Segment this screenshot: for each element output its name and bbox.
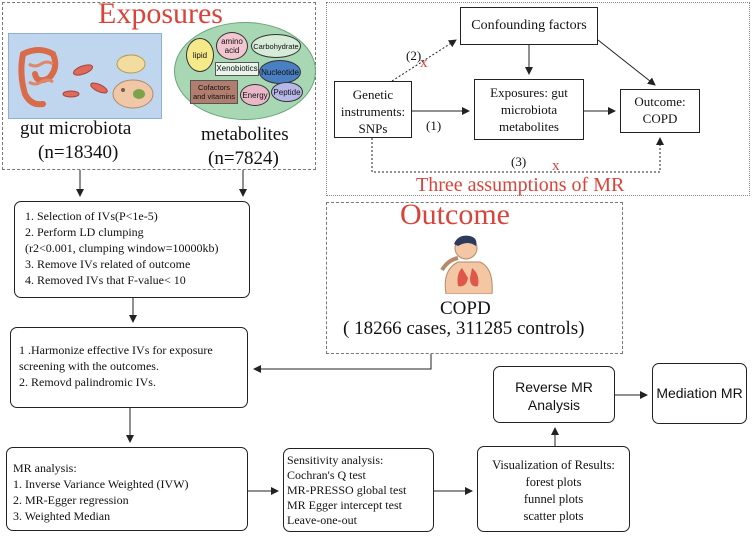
visualization-forest: forest plots	[525, 475, 582, 489]
mr-method-weighted-median: 3. Weighted Median	[13, 509, 111, 523]
sensitivity-leave-one-out: Leave-one-out	[287, 513, 357, 527]
visualization-funnel: funnel plots	[523, 492, 584, 506]
genetic-instruments-box: Genetic instruments: SNPs	[334, 81, 412, 138]
mr-assumptions-panel	[326, 2, 750, 196]
reverse-mr-box: Reverse MR Analysis	[493, 366, 615, 423]
sensitivity-egger-intercept: MR Egger intercept test	[287, 498, 402, 512]
visualization-scatter: scatter plots	[523, 509, 584, 523]
outcome-counts: ( 18266 cases, 311285 controls)	[343, 318, 585, 339]
gut-microbiota-illustration	[8, 33, 162, 119]
metabolite-xenobiotics: Xenobiotics	[215, 62, 259, 76]
assumption-2-cross: x	[420, 55, 428, 71]
metabolite-cofactors: Cofactors and vitamins	[190, 80, 238, 104]
harmonize-step-2: 2. Removd palindromic IVs.	[19, 375, 156, 389]
iv-step-3: 3. Remove IVs related of outcome	[25, 257, 191, 271]
outcome-disease: COPD	[440, 298, 491, 319]
iv-selection-box: 1. Selection of IVs(P<1e-5) 2. Perform L…	[14, 201, 250, 298]
mr-analysis-heading: MR analysis:	[13, 461, 77, 475]
iv-step-4: 4. Removed IVs that F-value< 10	[25, 273, 186, 287]
sensitivity-mr-presso: MR-PRESSO global test	[287, 483, 407, 497]
sensitivity-heading: Sensitivity analysis:	[287, 453, 384, 467]
outcome-title: Outcome	[400, 198, 510, 231]
mr-method-ivw: 1. Inverse Variance Weighted (IVW)	[13, 477, 189, 491]
confounding-factors-box: Confounding factors	[460, 7, 598, 45]
harmonize-step-1-cont: screening with the outcomes.	[19, 359, 159, 373]
outcome-box: Outcome: COPD	[620, 89, 700, 133]
visualization-box: Visualization of Results: forest plots f…	[477, 446, 630, 532]
iv-step-2-detail: (r2<0.001, clumping window=10000kb)	[25, 241, 219, 255]
outcome-panel	[326, 202, 623, 354]
iv-step-1: 1. Selection of IVs(P<1e-5)	[25, 209, 158, 223]
assumption-2-label: (2)	[406, 48, 422, 63]
assumption-3-label: (3)	[511, 154, 527, 169]
exposures-panel	[2, 2, 316, 170]
mr-analysis-box: MR analysis: 1. Inverse Variance Weighte…	[6, 447, 248, 531]
metabolites-count: (n=7824)	[208, 148, 279, 169]
mr-assumptions-caption: Three assumptions of MR	[416, 174, 625, 196]
exposures-box: Exposures: gut microbiota metabolites	[474, 79, 584, 140]
visualization-heading: Visualization of Results:	[492, 458, 615, 472]
mr-method-egger: 2. MR-Egger regression	[13, 493, 129, 507]
metabolite-nucleotide: Nucleotide	[259, 60, 301, 84]
assumption-3-cross: x	[552, 158, 560, 174]
assumption-1-label: (1)	[426, 118, 442, 133]
gut-microbiota-count: (n=18340)	[38, 142, 119, 163]
harmonize-step-1: 1 .Harmonize effective IVs for exposure	[19, 343, 213, 357]
metabolite-carbohydrate: Carbohydrate	[251, 34, 301, 58]
iv-step-2: 2. Perform LD clumping	[25, 225, 144, 239]
exposures-title: Exposures	[98, 0, 223, 30]
sensitivity-box: Sensitivity analysis: Cochran's Q test M…	[283, 448, 434, 532]
metabolite-lipid: lipid	[186, 38, 214, 72]
mediation-mr-box: Mediation MR	[652, 363, 747, 424]
metabolites-label: metabolites	[201, 124, 289, 145]
metabolite-peptide: Peptide	[271, 82, 303, 102]
harmonize-box: 1 .Harmonize effective IVs for exposure …	[10, 327, 248, 408]
gut-microbiota-label: gut microbiota	[20, 118, 132, 139]
metabolite-energy: Energy	[240, 84, 270, 106]
sensitivity-cochran: Cochran's Q test	[287, 468, 366, 482]
metabolite-amino-acid: amino acid	[216, 32, 248, 60]
copd-patient-illustration	[428, 234, 498, 295]
